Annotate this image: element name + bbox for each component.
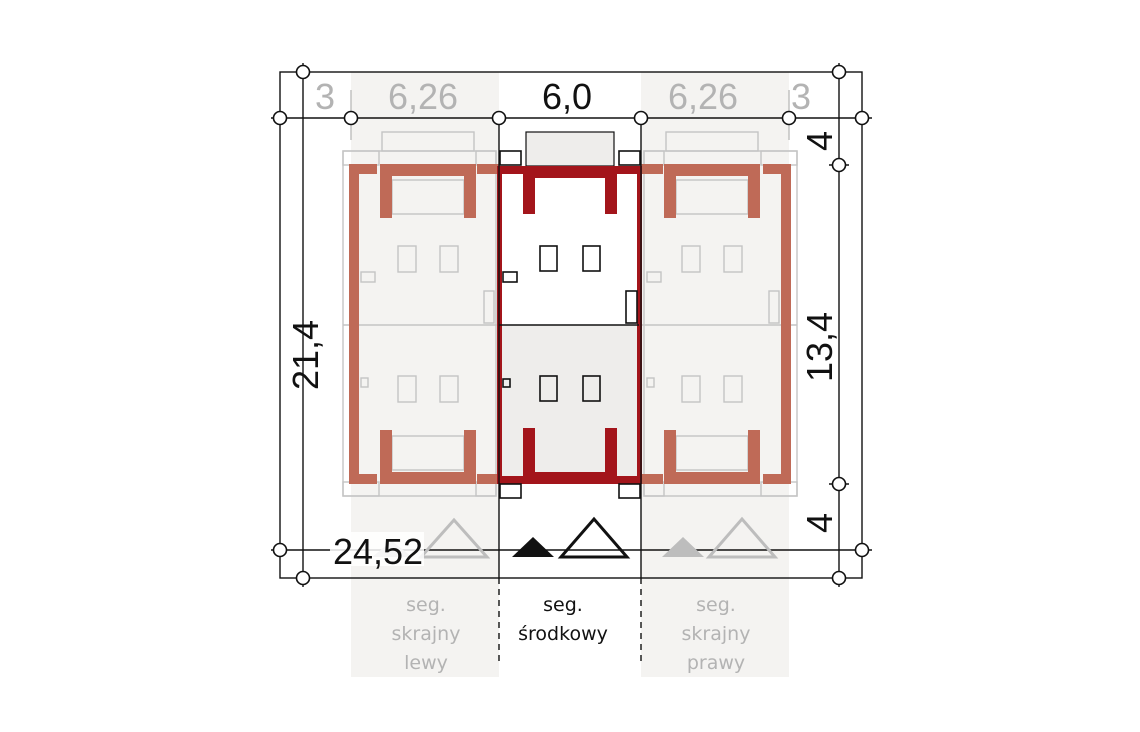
north-arrow-icon [705,516,779,559]
overall-depth-label: 21,4 [285,320,326,390]
left-caption-line-2: skrajny [392,623,461,645]
overall-width-label: 24,52 [333,531,423,572]
right-segment-band [641,72,789,677]
right-segment-width-label: 6,26 [668,76,738,117]
middle-caption-line-1: seg. [543,594,583,616]
middle-caption-line-2: środkowy [518,623,608,645]
building-depth-label: 13,4 [799,312,840,382]
entrance-triangle-icon [662,537,704,557]
front-setback-label: 4 [799,131,840,151]
right-segment-walls [641,164,791,484]
right-segment-caption: seg. skrajny prawy [682,594,751,674]
rear-setback-label: 4 [799,513,840,533]
dimension-nodes [272,64,870,586]
left-margin-label: 3 [315,76,335,117]
right-segment-icons [662,516,779,559]
middle-segment-icons [512,516,631,559]
right-margin-label: 3 [791,76,811,117]
left-segment-width-label: 6,26 [388,76,458,117]
left-segment-band [351,72,499,677]
north-arrow-icon [417,517,491,559]
middle-segment-caption: seg. środkowy [518,594,608,645]
left-segment-walls [349,164,499,484]
right-caption-line-2: skrajny [682,623,751,645]
middle-segment-width-label: 6,0 [542,76,592,117]
north-arrow-icon [557,516,631,559]
plot-boundary [279,71,863,579]
left-caption-line-3: lewy [404,652,448,674]
entrance-triangle-icon [512,537,554,557]
right-segment-footprint [641,131,798,497]
right-caption-line-1: seg. [696,594,736,616]
middle-top-porch [525,131,615,167]
middle-segment-details [499,150,641,499]
right-caption-line-3: prawy [687,652,745,674]
dimension-lines [271,63,872,665]
left-caption-line-1: seg. [406,594,446,616]
left-segment-caption: seg. skrajny lewy [392,594,461,674]
